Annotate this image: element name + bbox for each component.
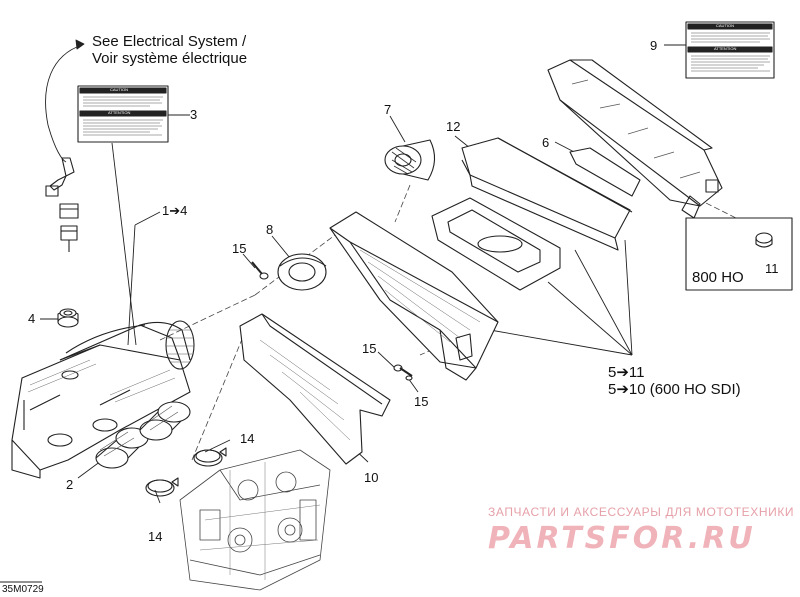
callout-8: 8 (266, 222, 274, 237)
engine-block (179, 449, 331, 591)
decal-3-attention-title: ATTENTION (108, 110, 131, 115)
leader-lines (40, 39, 766, 504)
air-silencer-base (11, 320, 195, 479)
callout-14-bottom: 14 (148, 529, 163, 544)
screw-15-and-seal-8 (251, 253, 327, 291)
foam-filter-12 (461, 137, 633, 251)
electrical-note-line2: Voir système électrique (92, 50, 248, 67)
callout-6: 6 (542, 135, 550, 150)
range-note-2: 5➔10 (600 HO SDI) (608, 381, 741, 398)
decal-9-caution-title: CAUTION (716, 23, 734, 28)
callout-4: 4 (28, 311, 36, 326)
filter-tray (431, 197, 561, 291)
callout-3: 3 (190, 107, 198, 122)
callout-10: 10 (364, 470, 379, 485)
electrical-connector-parts (45, 157, 79, 252)
callout-7: 7 (384, 102, 392, 117)
caution-decal-3 (77, 85, 169, 143)
watermark-text: ЗАПЧАСТИ И АКСЕССУАРЫ ДЛЯ МОТОТЕХНИКИ (488, 505, 795, 519)
callout-1-4: 1➔4 (162, 203, 188, 218)
electrical-reference-note: See Electrical System / Voir système éle… (92, 33, 247, 67)
range-notes: 5➔11 5➔10 (600 HO SDI) (608, 364, 741, 398)
decal-3-caution-title: CAUTION (110, 87, 128, 92)
lid-9 (547, 59, 723, 219)
caution-decal-9 (685, 21, 775, 79)
callout-15-right: 15 (414, 394, 429, 409)
foam-6 (569, 147, 641, 197)
silencer-body (329, 211, 499, 381)
variant-box (685, 217, 793, 291)
screw-15-right (393, 364, 413, 381)
adaptor-2-and-clamps-14 (95, 401, 227, 497)
decal-9-attention-title: ATTENTION (714, 46, 737, 51)
drawing-code: 35M0729 (2, 584, 44, 595)
callout-11: 11 (765, 261, 779, 276)
grommet-4 (57, 308, 79, 328)
callout-14-right: 14 (240, 431, 255, 446)
variant-box-label: 800 HO (692, 269, 744, 286)
watermark-logo: PARTSFOR.RU (488, 521, 756, 556)
range-note-1: 5➔11 (608, 364, 645, 381)
callout-15-mid: 15 (362, 341, 377, 356)
callout-9: 9 (650, 38, 658, 53)
callout-12: 12 (446, 119, 461, 134)
cover-10 (239, 313, 391, 465)
electrical-note-line1: See Electrical System / (92, 33, 247, 50)
callout-2: 2 (66, 477, 74, 492)
callout-15-left: 15 (232, 241, 247, 256)
air-inlet-7 (384, 139, 436, 181)
